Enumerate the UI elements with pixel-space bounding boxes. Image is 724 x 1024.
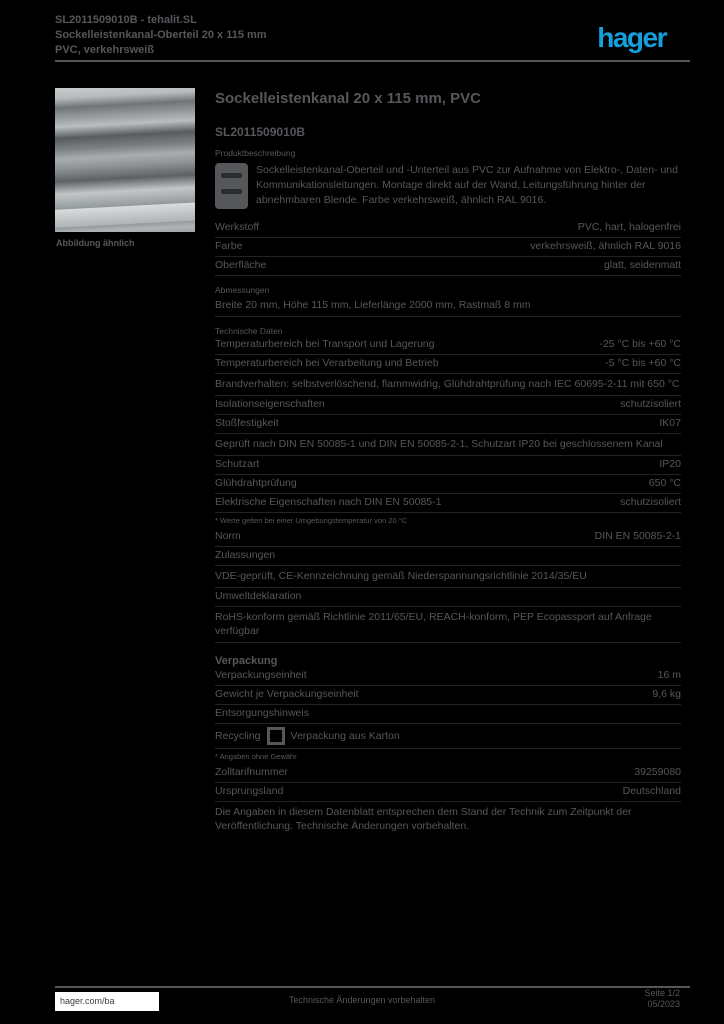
table-row: Temperaturbereich bei Verarbeitung und B… [215,355,681,374]
table-row: Umweltdeklaration [215,588,681,607]
environment-text: RoHS-konform gemäß Richtlinie 2011/65/EU… [215,607,681,643]
header-product-variant: PVC, verkehrsweiß [55,44,155,56]
product-reference: SL2011509010B [215,125,306,139]
disclaimer-text: Die Angaben in diesem Datenblatt entspre… [215,806,632,832]
row-label: Zolltarifnummer [215,766,288,778]
row-value: -25 °C bis +60 °C [599,338,681,350]
intro-heading: Produktbeschreibung [215,148,296,158]
footer-page-info: Seite 1/2 05/2023 [644,988,680,1010]
row-label: Isolationseigenschaften [215,398,325,410]
packaging-heading: Verpackung [215,655,278,667]
technical-heading: Technische Daten [215,326,283,336]
recycling-row: Recycling Verpackung aus Karton [215,724,681,749]
row-value: 650 °C [648,477,681,489]
row-label: Farbe [215,240,243,252]
packaging-note: * Angaben ohne Gewähr [215,752,297,761]
header-divider [55,60,690,62]
row-label: Glühdrahtprüfung [215,477,297,489]
table-row: Werkstoff PVC, hart, halogenfrei [215,219,681,238]
table-row: Elektrische Eigenschaften nach DIN EN 50… [215,494,681,513]
table-row: Verpackungseinheit 16 m [215,667,681,686]
row-label: Elektrische Eigenschaften nach DIN EN 50… [215,496,442,508]
row-label: Entsorgungshinweis [215,707,309,719]
technical-note: Brandverhalten: selbstverlöschend, flamm… [215,374,681,396]
header-reference: SL2011509010B - tehalit.SL [55,14,197,26]
row-label: Stoßfestigkeit [215,417,279,429]
intro-block: Sockelleistenkanal-Oberteil und -Unterte… [215,163,681,209]
footer-divider [55,986,690,988]
row-value: schutzisoliert [620,496,681,508]
row-label: Temperaturbereich bei Transport und Lage… [215,338,435,350]
table-row: Farbe verkehrsweiß, ähnlich RAL 9016 [215,238,681,257]
intro-text: Sockelleistenkanal-Oberteil und -Unterte… [256,164,678,206]
standards-text: VDE-geprüft, CE-Kennzeichnung gemäß Nied… [215,566,681,588]
row-value: 16 m [657,669,681,681]
insulation-note: Geprüft nach DIN EN 50085-1 und DIN EN 5… [215,434,681,456]
table-row: Ursprungsland Deutschland [215,783,681,802]
row-value: glatt, seidenmatt [603,259,681,271]
page-number: Seite 1/2 [644,988,680,998]
row-label: Schutzart [215,458,260,470]
row-value: Deutschland [622,785,681,797]
table-row: Oberfläche glatt, seidenmatt [215,257,681,276]
table-row: Temperaturbereich bei Transport und Lage… [215,336,681,355]
row-value: schutzisoliert [620,398,681,410]
row-label: Gewicht je Verpackungseinheit [215,688,359,700]
row-label: Umweltdeklaration [215,590,302,602]
table-row: Stoßfestigkeit IK07 [215,415,681,434]
table-row: Zolltarifnummer 39259080 [215,764,681,783]
main-content: Sockelleistenkanal 20 x 115 mm, PVC SL20… [215,90,681,837]
table-row: Isolationseigenschaften schutzisoliert [215,396,681,415]
table-row: Schutzart IP20 [215,456,681,475]
row-label: Ursprungsland [215,785,284,797]
recycling-icon [266,727,285,745]
row-label: Temperaturbereich bei Verarbeitung und B… [215,357,439,369]
table-row: Zulassungen [215,547,681,566]
row-label: Oberfläche [215,259,267,271]
row-value: IK07 [659,417,681,429]
row-label: Zulassungen [215,549,276,561]
row-value: verkehrsweiß, ähnlich RAL 9016 [530,240,681,252]
row-value: 9,6 kg [652,688,681,700]
row-label: Verpackungseinheit [215,669,307,681]
row-label: Recycling [215,730,261,742]
general-rows: Werkstoff PVC, hart, halogenfrei Farbe v… [215,219,681,276]
product-pictogram-icon [215,163,248,209]
row-value: Verpackung aus Karton [290,730,400,742]
document-header: SL2011509010B - tehalit.SL Sockelleisten… [55,13,455,58]
row-value: PVC, hart, halogenfrei [577,221,681,233]
row-label: Norm [215,530,241,542]
table-row: Norm DIN EN 50085-2-1 [215,528,681,547]
row-value: DIN EN 50085-2-1 [594,530,681,542]
footer-link[interactable]: hager.com/ba [55,992,159,1011]
footer-center-text: Technische Änderungen vorbehalten [288,995,436,1005]
table-row: Glühdrahtprüfung 650 °C [215,475,681,494]
footer-date: 05/2023 [647,999,680,1009]
dimensions-heading: Abmessungen [215,285,270,295]
photo-caption: Abbildung ähnlich [56,238,135,248]
header-product-name: Sockelleistenkanal-Oberteil 20 x 115 mm [55,29,267,41]
table-row: Gewicht je Verpackungseinheit 9,6 kg [215,686,681,705]
protection-note: * Werte gelten bei einer Umgebungstemper… [215,516,408,525]
dimensions-text: Breite 20 mm, Höhe 115 mm, Lieferlänge 2… [215,295,681,317]
row-label: Werkstoff [215,221,259,233]
row-value: -5 °C bis +60 °C [605,357,681,369]
product-photo [55,88,195,232]
hager-logo: hager [597,22,667,53]
table-row: Entsorgungshinweis [215,705,681,724]
row-value: 39259080 [634,766,681,778]
product-title: Sockelleistenkanal 20 x 115 mm, PVC [215,90,481,107]
row-value: IP20 [659,458,681,470]
